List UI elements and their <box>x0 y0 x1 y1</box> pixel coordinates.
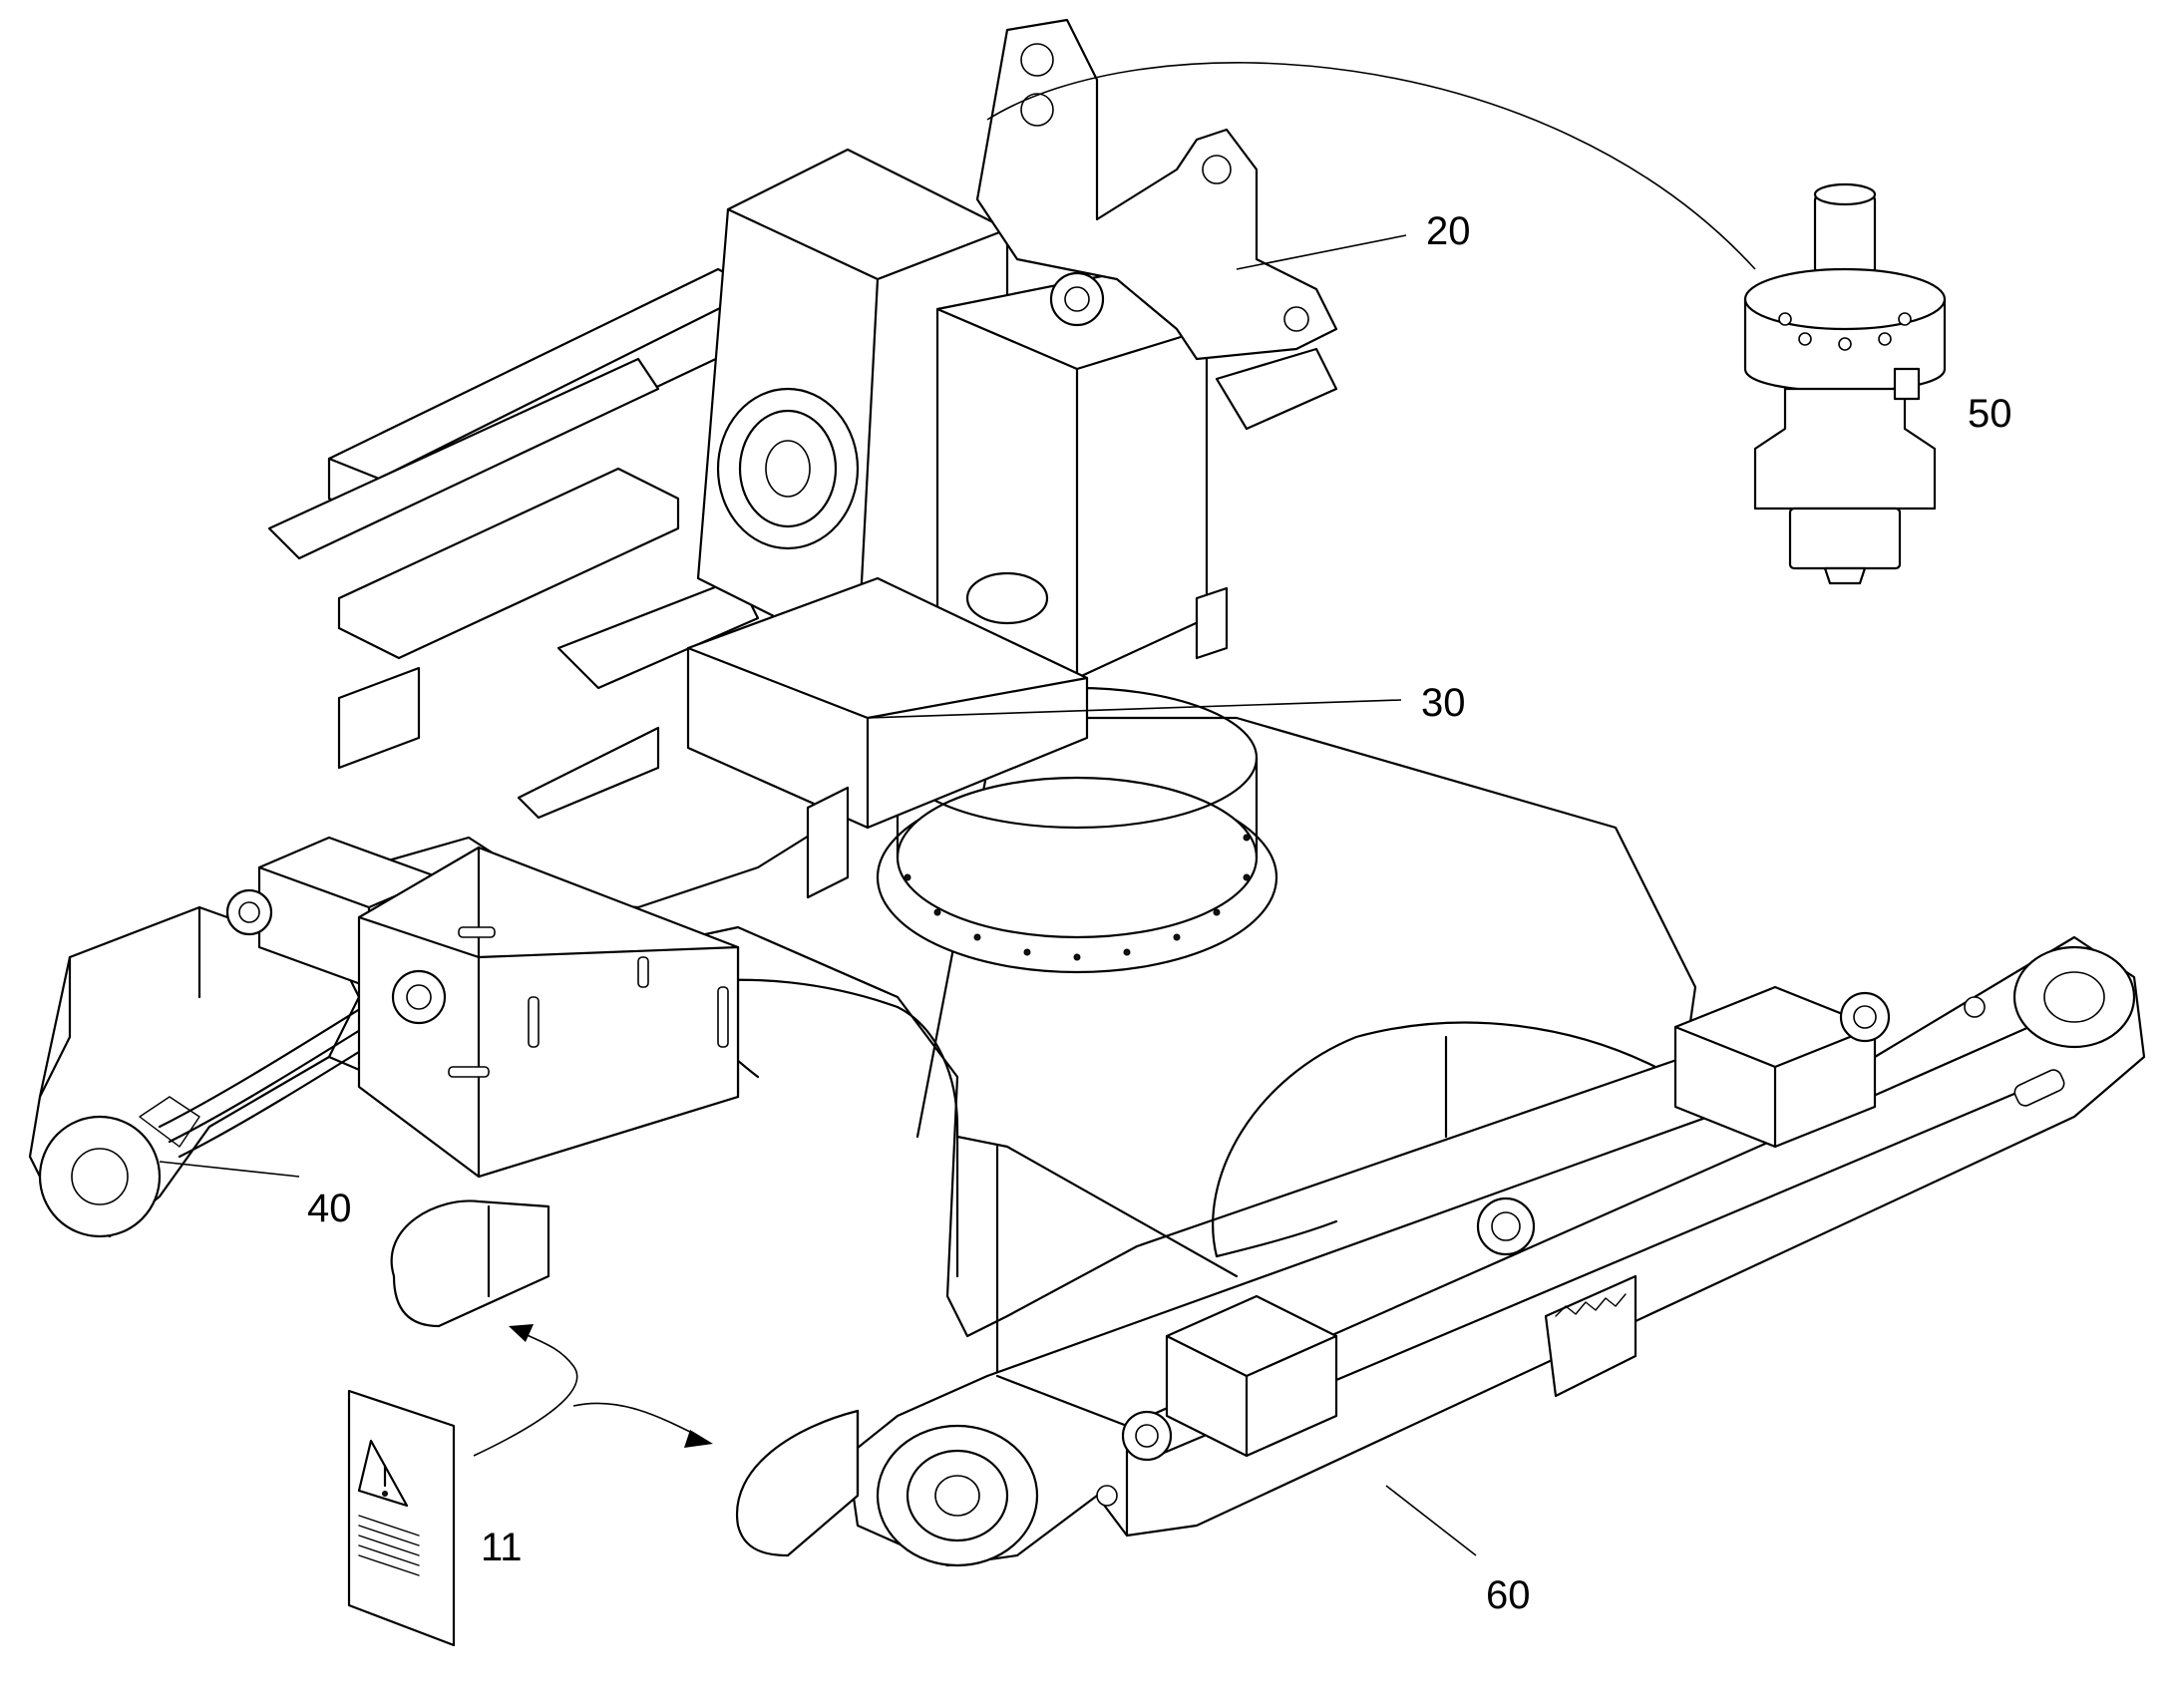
warning-text-lines <box>358 1515 420 1576</box>
callout-20: 20 <box>1426 209 1471 253</box>
left-frame-section <box>357 846 740 1179</box>
right-beam-assembly <box>846 935 2146 1567</box>
warning-triangle-icon <box>357 1439 409 1508</box>
leader-lines <box>159 234 1477 1556</box>
upper-structure <box>267 18 1338 899</box>
callout-50: 50 <box>1968 392 2012 436</box>
warning-label-set <box>347 1199 860 1647</box>
callout-30: 30 <box>1421 681 1466 725</box>
turntable-ring <box>876 686 1278 974</box>
callout-60: 60 <box>1486 1573 1531 1617</box>
turntable-bolt-holes <box>904 834 1251 961</box>
callouts: 20 30 40 50 60 11 <box>307 209 2012 1617</box>
callout-40: 40 <box>307 1187 352 1230</box>
callout-11: 11 <box>481 1526 523 1569</box>
swivel-coupling <box>986 62 1947 585</box>
left-axle-assembly <box>28 836 441 1238</box>
